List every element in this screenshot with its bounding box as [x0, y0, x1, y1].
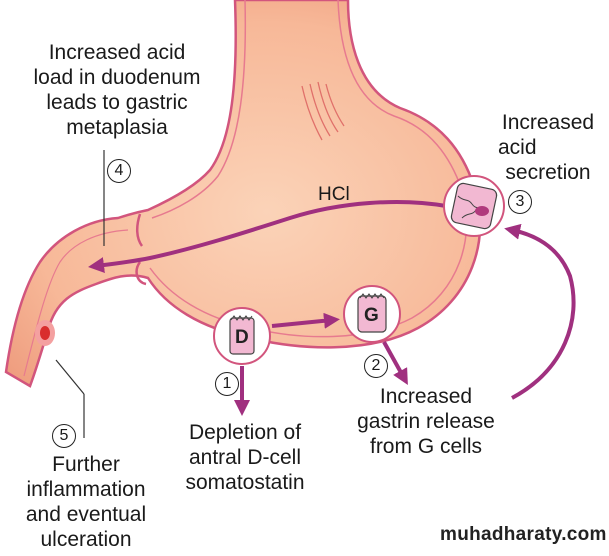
step4-number: 4 — [107, 159, 131, 183]
step3-line2: acid — [498, 136, 537, 159]
pylorus — [135, 213, 147, 286]
step4-line3: leads to gastric — [46, 91, 188, 114]
step4-line4: metaplasia — [66, 116, 168, 139]
step1-line2: antral D-cell — [188, 446, 302, 469]
step5-leader — [55, 359, 85, 395]
g-cell-letter: G — [364, 305, 379, 326]
step5-number: 5 — [52, 424, 76, 448]
step5-line3: and eventual — [25, 503, 147, 526]
gastric-rugae — [301, 81, 345, 141]
step5-label: Further inflammation and eventual ulcera… — [6, 452, 166, 552]
step5-line1: Further — [52, 453, 120, 476]
step1-label: Depletion of antral D-cell somatostatin — [160, 420, 330, 495]
step4-line2: load in duodenum — [33, 66, 201, 89]
duodenum-lining — [23, 229, 129, 377]
step4-line1: Increased acid — [48, 41, 186, 64]
step4-label: Increased acid load in duodenum leads to… — [12, 40, 222, 140]
step3-label: Increased acid secretion — [488, 110, 608, 185]
d-cell: D — [213, 307, 271, 365]
d-cell-letter: D — [235, 327, 249, 348]
hcl-label: HCl — [318, 184, 350, 205]
d-to-g-arrow — [271, 312, 340, 329]
step2-label: Increased gastrin release from G cells — [336, 384, 516, 459]
step2-arrow — [382, 341, 408, 385]
parietal-cell — [443, 175, 505, 237]
step3-number: 3 — [508, 190, 532, 214]
step1-line3: somatostatin — [185, 471, 305, 494]
gastrin-feedback-arrow — [504, 223, 576, 400]
g-cell: G — [343, 285, 401, 343]
step2-line2: gastrin release — [357, 410, 495, 433]
step2-number: 2 — [364, 354, 388, 378]
step3-line1: Increased — [501, 111, 595, 134]
step1-line1: Depletion of — [188, 421, 302, 444]
duodenal-ulcer — [35, 320, 55, 346]
step1-number: 1 — [215, 372, 239, 396]
watermark: muhadharaty.com — [440, 524, 607, 545]
step3-line3: secretion — [505, 161, 591, 184]
step2-line3: from G cells — [369, 435, 482, 458]
hcl-flow-arrow — [88, 200, 447, 273]
step5-line2: inflammation — [26, 478, 146, 501]
step5-line4: ulceration — [40, 528, 132, 551]
step2-line1: Increased — [379, 385, 473, 408]
